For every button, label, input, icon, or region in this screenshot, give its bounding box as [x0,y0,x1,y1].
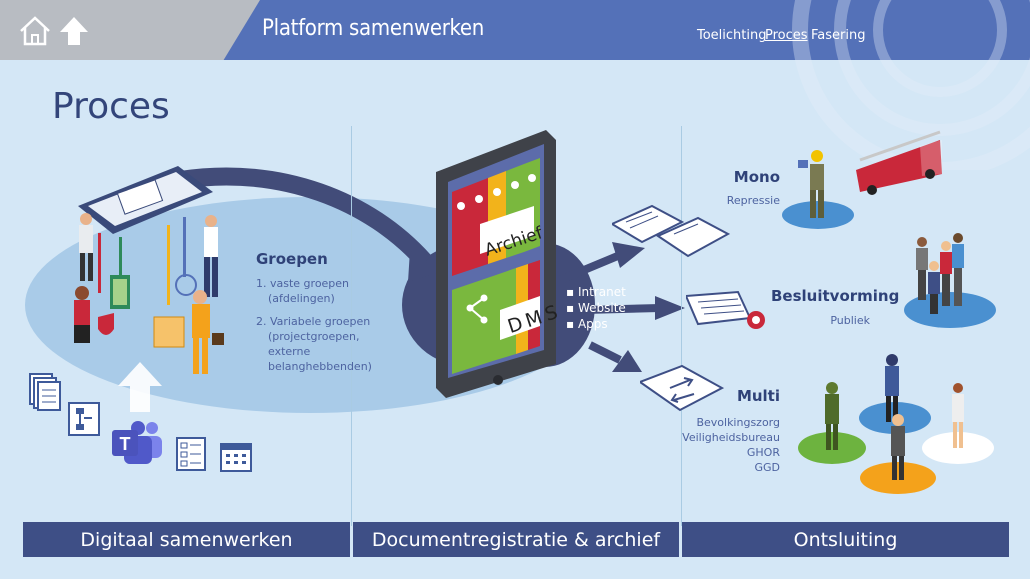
calendar-icon [220,443,252,472]
nav-fasering[interactable]: Fasering [811,28,866,43]
output-intranet: Intranet [566,284,626,300]
footer-ontsluiting[interactable]: Ontsluiting [682,522,1009,557]
groepen-item-1-line1: 1. vaste groepen [256,277,350,290]
transfer-document-icon [640,364,724,412]
groepen-item-1-line2: (afdelingen) [268,292,335,305]
phone-archive-illustration [436,130,556,398]
svg-text:T: T [120,434,131,454]
header-title: Platform samenwerken [262,16,485,41]
flowchart-icon [68,402,100,436]
groepen-item-2-line3: externe [268,345,311,358]
mono-sub: Repressie [726,194,780,207]
multi-sub-ghor: GHOR [746,446,780,459]
divider-2 [681,126,682,526]
document-stack-icon [612,204,730,258]
people-left [74,213,224,374]
groepen-title: Groepen [256,250,328,268]
home-icon[interactable] [17,13,53,49]
right-illustrations [782,130,996,494]
multi-sub-bevolkingszorg: Bevolkingszorg [696,416,780,429]
besluit-sub: Publiek [830,314,870,327]
multi-subs: Bevolkingszorg Veiligheidsbureau GHOR GG… [682,415,780,475]
mono-title: Mono [733,168,780,186]
checklist-icon [176,437,206,471]
archive-outputs-list: Intranet Website Apps [566,284,626,332]
groepen-item-2-line2: (projectgroepen, [268,330,360,343]
groepen-list: 1. vaste groepen (afdelingen) 2. Variabe… [256,276,372,374]
tablet-illustration [78,166,213,234]
output-website: Website [566,300,626,316]
settings-document-icon [686,290,765,329]
header-gray-block [0,0,260,60]
arrow-up-icon[interactable] [56,13,92,49]
multi-sub-veiligheidsbureau: Veiligheidsbureau [682,431,780,444]
multi-sub-ggd: GGD [754,461,780,474]
header-decor-circles [792,0,1030,170]
besluit-title: Besluitvorming [771,287,900,305]
groepen-item-2-line4: belanghebbenden) [268,360,372,373]
divider-1 [351,126,352,526]
footer-digitaal-samenwerken[interactable]: Digitaal samenwerken [23,522,350,557]
output-apps: Apps [566,316,626,332]
teams-icon[interactable]: T [110,420,164,466]
nav-toelichting[interactable]: Toelichting [697,28,767,43]
documents-icon [29,373,61,411]
groepen-item-2-line1: 2. Variabele groepen [256,315,371,328]
multi-title: Multi [736,387,780,405]
footer-documentregistratie[interactable]: Documentregistratie & archief [353,522,679,557]
nav-proces[interactable]: Proces [765,28,808,43]
page-title: Proces [52,86,170,127]
